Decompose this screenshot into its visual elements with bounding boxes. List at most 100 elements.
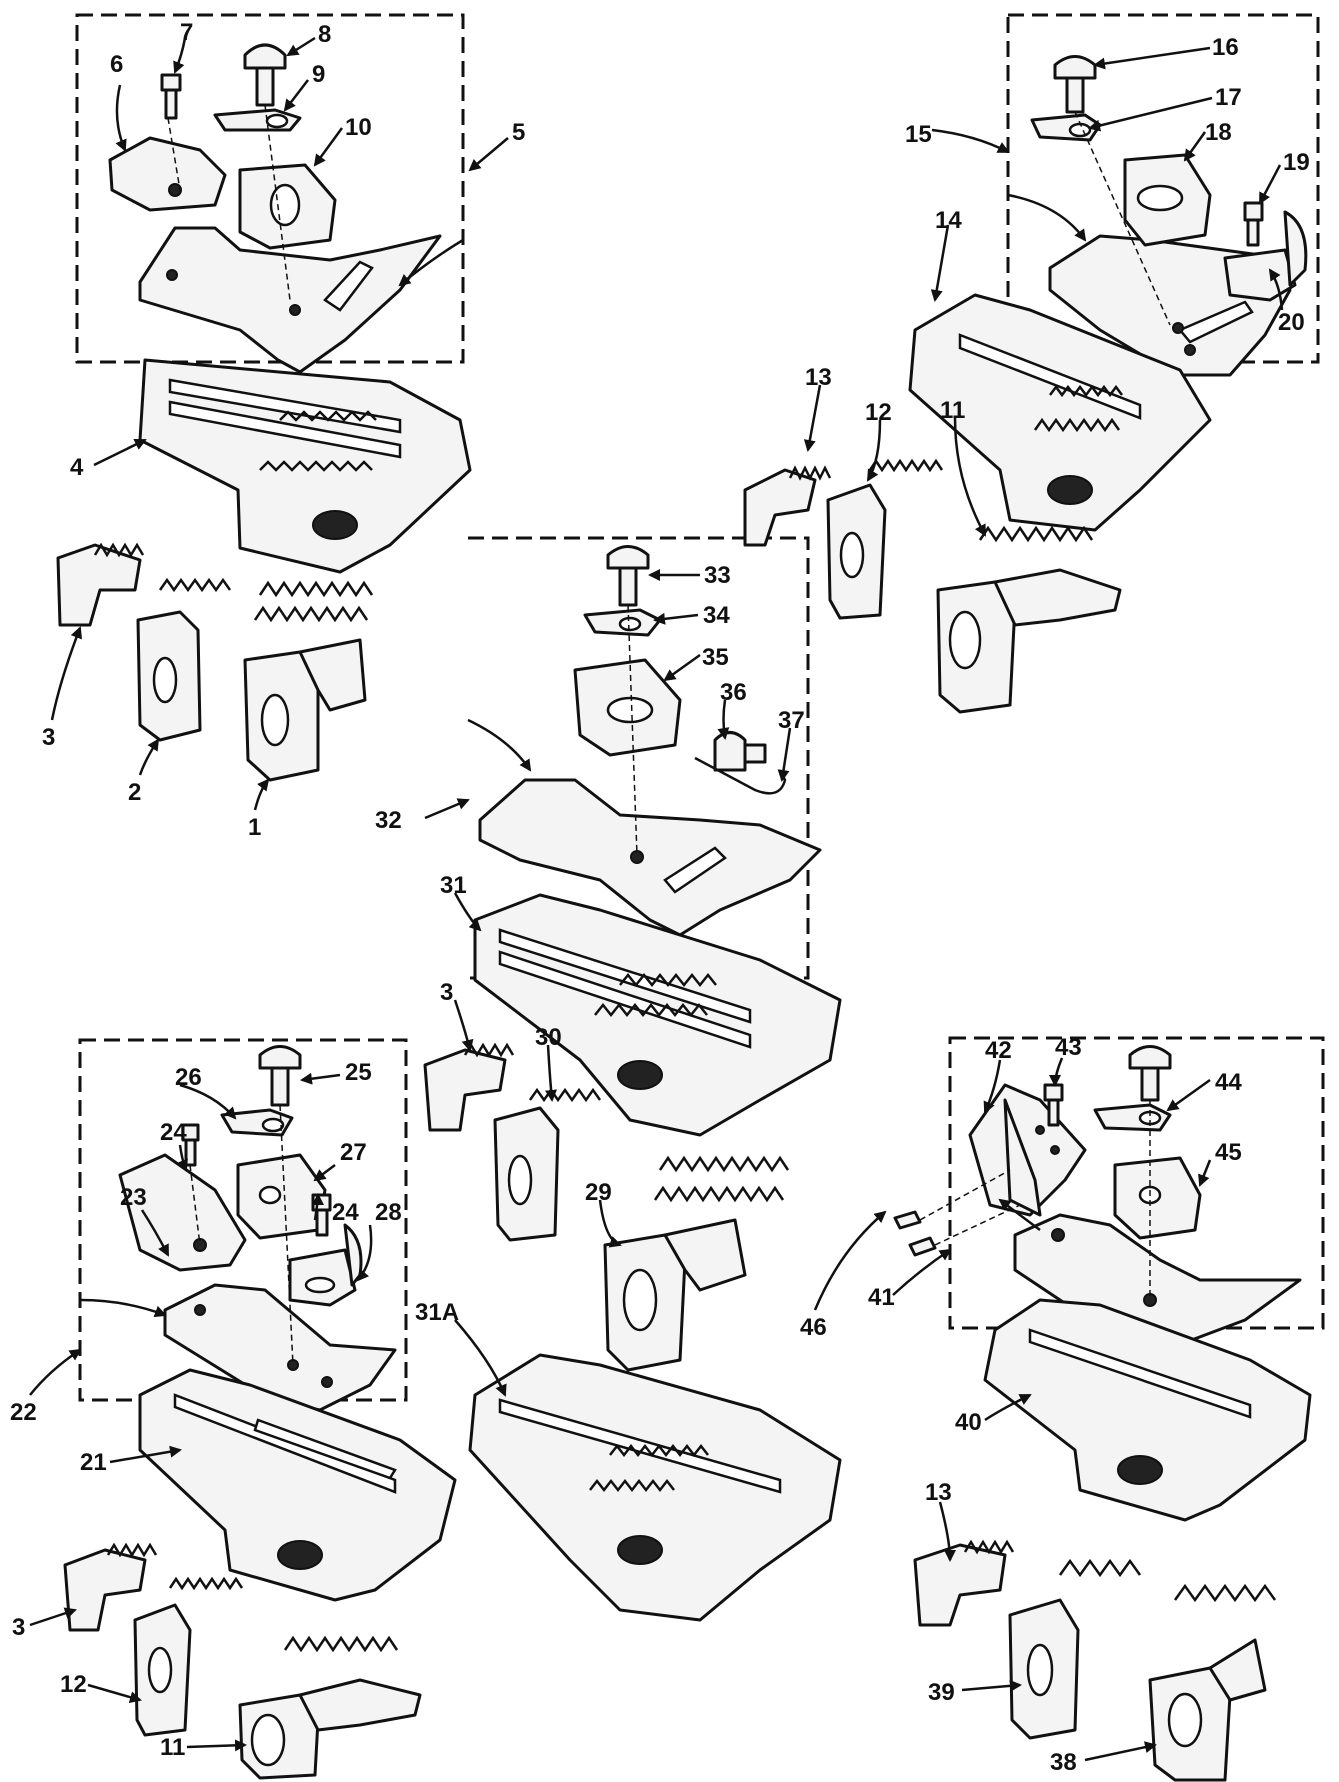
presser-foot-assembly-22 [118,1045,397,1412]
feed-dog-13-top [743,465,832,547]
label-35: 35 [702,644,729,671]
label-24-right: 24 [332,1199,359,1226]
presser-foot-assembly-32 [478,545,822,937]
label-31a: 31A [415,1299,459,1326]
screw-8 [243,43,287,70]
label-32: 32 [375,807,402,834]
feed-dog-29 [603,1155,790,1372]
label-31: 31 [440,872,467,899]
feed-dog-2 [136,577,232,742]
label-18: 18 [1205,119,1232,146]
group-box-5 [75,13,465,364]
label-5: 5 [512,119,525,146]
bracket-42 [968,1083,1087,1217]
feed-dog-38 [1148,1583,1277,1782]
label-28: 28 [375,1199,402,1226]
leader-lines [29,36,1284,1762]
label-3-center: 3 [440,979,453,1006]
label-3-bottom: 3 [12,1614,25,1641]
presser-foot-32 [478,778,822,937]
screws-46 [893,1210,922,1230]
screw-44 [1128,1045,1172,1070]
screw-19 [1243,201,1264,222]
label-10: 10 [345,114,372,141]
label-3: 3 [42,724,55,751]
group-box-15 [1006,13,1320,364]
label-23: 23 [120,1184,147,1211]
label-27: 27 [340,1139,367,1166]
label-8: 8 [318,21,331,48]
feed-dog-13-bottom [913,1539,1015,1627]
screw-43 [1043,1083,1064,1102]
feed-dog-3 [56,542,145,627]
presser-foot-22 [163,1283,397,1412]
label-17: 17 [1215,84,1242,111]
label-37: 37 [778,707,805,734]
label-40: 40 [955,1409,982,1436]
label-13-top: 13 [805,364,832,391]
screw-16 [1053,55,1097,80]
needle-plate-40 [983,1298,1312,1522]
label-45: 45 [1215,1139,1242,1166]
label-16: 16 [1212,34,1239,61]
label-29: 29 [585,1179,612,1206]
feed-dog-12-top [826,458,944,620]
label-22: 22 [10,1399,37,1426]
label-34: 34 [703,602,730,629]
label-46: 46 [800,1314,827,1341]
needle-plate-31 [473,893,842,1137]
guide-20 [1223,248,1297,302]
spring-screw-36 [713,731,747,772]
feed-dog-3-bottom [63,1542,158,1632]
label-24-left: 24 [160,1119,187,1146]
label-38: 38 [1050,1749,1077,1776]
label-11-top: 11 [940,397,965,424]
label-14: 14 [935,207,962,234]
label-12-bottom: 12 [60,1671,87,1698]
presser-foot-assembly-15 [1030,55,1308,377]
label-2: 2 [128,779,141,806]
label-6: 6 [110,51,123,78]
label-21: 21 [80,1449,107,1476]
screw-24-left [181,1123,200,1142]
label-41: 41 [868,1284,895,1311]
label-43: 43 [1055,1034,1082,1061]
presser-foot-assembly-5 [108,43,442,374]
label-11-bottom: 11 [160,1734,185,1761]
feed-dog-1 [243,580,374,782]
label-15: 15 [905,121,932,148]
presser-foot-5 [138,226,442,374]
screw-33 [606,545,650,570]
feed-dog-11-bottom [238,1635,422,1780]
label-19: 19 [1283,149,1310,176]
needle-plate-4 [138,358,472,574]
feed-dog-11-top [936,525,1122,714]
label-42: 42 [985,1037,1012,1064]
feed-dog-30 [493,1087,602,1242]
callout-labels: 6 7 8 9 10 5 4 3 2 1 16 17 18 19 20 15 1… [10,19,1310,1776]
label-36: 36 [720,679,747,706]
feed-dog-39 [1008,1558,1142,1740]
label-39: 39 [928,1679,955,1706]
label-9: 9 [312,61,325,88]
label-13-bottom: 13 [925,1479,952,1506]
label-7: 7 [180,19,193,46]
guide-6 [108,136,227,212]
label-30: 30 [535,1024,562,1051]
needle-plate-21 [138,1368,457,1602]
label-12-top: 12 [865,399,892,426]
screw-7 [160,73,182,92]
screw-25 [258,1045,302,1070]
guide-23 [118,1153,247,1272]
needle-plate-14 [908,293,1212,532]
label-20: 20 [1278,309,1305,336]
label-33: 33 [704,562,731,589]
label-44: 44 [1215,1069,1242,1096]
label-1: 1 [248,814,261,841]
feed-dog-12-bottom [133,1576,244,1737]
label-26: 26 [175,1064,202,1091]
label-25: 25 [345,1059,372,1086]
needle-plate-31a [468,1353,842,1622]
label-4: 4 [70,454,84,481]
